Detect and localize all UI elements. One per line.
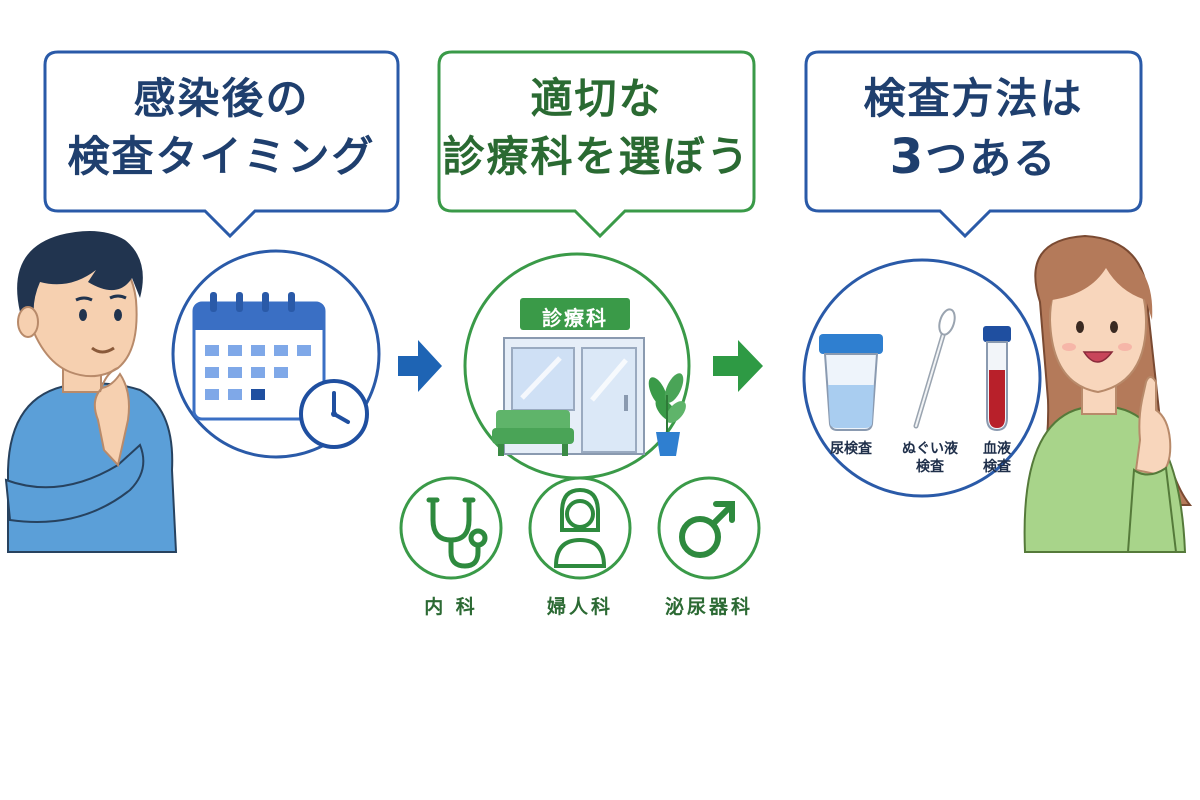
man-character	[4, 231, 178, 553]
department-internal-circle	[399, 476, 503, 580]
bubble-methods	[804, 50, 1143, 239]
woman-character	[1023, 234, 1193, 553]
methods-title-line1: 検査方法は	[863, 74, 1084, 123]
department-title: 適切な 診療科を選ぼう	[439, 70, 754, 186]
department-label-internal: 内 科	[424, 596, 478, 618]
arrow-right-icon	[713, 340, 763, 392]
timing-title: 感染後の 検査タイミング	[45, 70, 398, 186]
bench-icon	[492, 410, 574, 456]
blood-tube-icon	[983, 326, 1011, 432]
timing-title-line2: 検査タイミング	[67, 132, 376, 181]
methods-count: 3	[889, 129, 926, 185]
male-symbol-icon	[679, 501, 735, 558]
department-title-line1: 適切な	[530, 74, 663, 123]
clinic-sign	[520, 298, 630, 330]
urine-cup-icon	[819, 334, 883, 431]
department-label-uro: 泌尿器科	[664, 596, 753, 618]
calendar-icon	[192, 292, 326, 421]
test-label-urine: 尿検査	[801, 440, 901, 458]
swab-icon	[913, 308, 956, 429]
test-label-urine-line1: 尿検査	[830, 441, 872, 457]
department-label-gyn: 婦人科	[546, 596, 613, 618]
bubble-timing	[43, 50, 400, 239]
timing-title-line1: 感染後の	[133, 74, 310, 123]
arrow-right-icon	[398, 340, 442, 392]
methods-title: 検査方法は 3つある	[806, 70, 1141, 188]
department-uro-circle	[657, 476, 761, 580]
potted-plant-icon	[648, 373, 686, 456]
bubble-department	[437, 50, 756, 239]
methods-title-line2: 3つある	[806, 128, 1141, 188]
test-label-swab: ぬぐい液 検査	[880, 440, 980, 476]
test-label-blood: 血液 検査	[947, 440, 1047, 476]
clinic-sign-label: 診療科	[542, 306, 608, 330]
tests-circle	[802, 258, 1042, 498]
clock-icon	[299, 379, 369, 449]
woman-icon	[553, 487, 607, 568]
department-title-line2: 診療科を選ぼう	[442, 132, 751, 181]
methods-title-suffix: つある	[925, 134, 1058, 183]
test-label-blood-line1: 血液	[983, 441, 1011, 457]
test-label-swab-line1: ぬぐい液	[902, 441, 958, 457]
stethoscope-icon	[426, 497, 488, 569]
test-label-swab-line2: 検査	[916, 459, 944, 475]
test-label-blood-line2: 検査	[983, 459, 1011, 475]
